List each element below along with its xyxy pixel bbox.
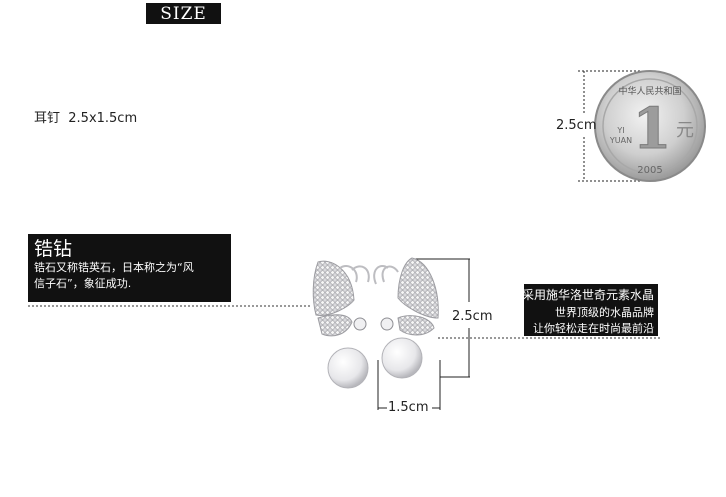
product-dimension-guides [377, 258, 470, 410]
size-title-badge: SIZE [146, 3, 221, 24]
coin-icon: 中华人民共和国 1 元 YI YUAN 2005 [594, 70, 706, 182]
zircon-info-box: 锆钻 锆石又称锆英石，日本称之为“风 信子石”，象征成功. [28, 234, 231, 302]
butterfly-earrings-image [312, 257, 439, 389]
earring-width-label: 1.5cm [388, 400, 429, 415]
crystal-line-1: 采用施华洛世奇元素水晶 [521, 288, 654, 302]
coin-denomination-cn: 元 [676, 120, 694, 141]
crystal-info-box: 采用施华洛世奇元素水晶 世界顶级的水晶品牌 让你轻松走在时尚最前沿 [521, 284, 658, 336]
crystal-line-2: 世界顶级的水晶品牌 [555, 306, 654, 319]
zircon-description: 锆石又称锆英石，日本称之为“风 信子石”，象征成功. [34, 260, 230, 292]
spec-text: 耳钉 2.5x1.5cm [34, 111, 138, 126]
coin-denomination: 1 [633, 96, 672, 162]
coin-dimension-guides [578, 70, 640, 182]
coin-year: 2005 [637, 165, 662, 176]
earring-height-label: 2.5cm [452, 309, 493, 324]
coin-dimension-label: 2.5cm [556, 118, 597, 133]
coin-pinyin-1: YI [616, 126, 624, 135]
zircon-desc-line-1: 锆石又称锆英石，日本称之为“风 [34, 261, 194, 274]
coin-pinyin-2: YUAN [609, 136, 632, 145]
crystal-line-3: 让你轻松走在时尚最前沿 [533, 322, 654, 335]
right-earring [373, 257, 439, 379]
left-earring [312, 260, 370, 389]
zircon-desc-line-2: 信子石”，象征成功. [34, 277, 132, 290]
zircon-title: 锆钻 [34, 238, 73, 260]
coin-top-text: 中华人民共和国 [618, 85, 681, 97]
